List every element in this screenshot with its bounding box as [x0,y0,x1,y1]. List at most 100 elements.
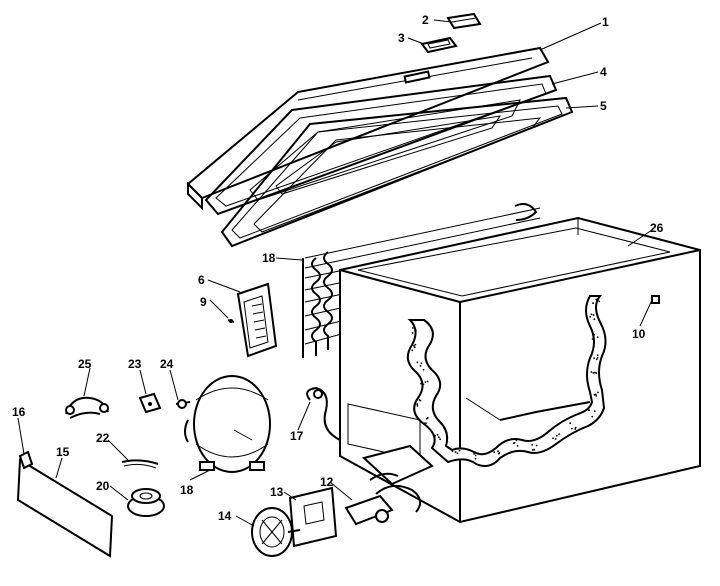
foam-speck [420,382,422,385]
callout-5: 5 [600,99,607,113]
foam-speck [493,451,496,453]
foam-speck [574,426,577,429]
foam-speck [456,452,459,455]
foam-speck [535,444,538,447]
fan-motor-bracket-part-13 [288,486,338,548]
thermostat-bracket-part-6 [236,282,278,358]
foam-speck [596,354,599,357]
foam-speck [473,453,475,455]
lid-frame [186,46,550,211]
foam-speck [591,415,594,418]
foam-speck [597,391,599,394]
callout-3: 3 [398,31,405,45]
callout-24: 24 [160,357,174,371]
foam-speck [416,403,419,406]
foam-speck [497,450,499,452]
callout-4: 4 [600,65,607,79]
foam-speck [592,314,595,316]
foam-speck [595,358,598,361]
foam-speck [558,433,561,435]
fan-blade-part-14 [251,507,301,557]
foam-speck [598,300,601,303]
hinge-part-3 [420,36,458,54]
callout-20: 20 [96,479,110,493]
foam-speck [595,395,598,397]
valve-assembly-part-12 [344,472,422,526]
foam-speck [596,299,599,301]
foam-speck [420,362,423,365]
callout-1: 1 [602,15,609,29]
relay-part-23 [138,392,162,414]
callout-9: 9 [200,295,207,309]
foam-speck [512,442,515,444]
callout-17: 17 [290,429,304,443]
foam-speck [589,315,592,318]
foam-speck [555,434,558,437]
foam-speck [424,381,427,384]
foam-speck [592,302,594,305]
foam-speck [458,449,461,452]
foam-speck [574,428,577,430]
clip-part-22 [121,459,159,469]
foam-speck [474,454,477,457]
callout-2: 2 [422,13,429,27]
foam-speck [425,422,427,424]
foam-speck [411,349,414,352]
hinge-cover-part-2 [446,12,482,30]
cabinet-cutaway [406,295,660,467]
callout-13: 13 [270,485,284,499]
foam-speck [419,399,422,402]
insulation-speckle [411,298,601,460]
foam-speck [531,449,534,451]
foam-speck [570,427,573,430]
foam-speck [411,332,414,334]
foam-speck [592,372,595,374]
callout-10: 10 [632,327,646,341]
foam-speck [422,383,425,386]
wire-harness-part-25 [65,396,109,419]
foam-speck [590,313,593,316]
foam-speck [474,457,477,460]
foam-speck [426,417,429,419]
foam-speck [419,365,422,367]
foam-speck [477,452,479,454]
callout-12: 12 [320,475,334,489]
foam-speck [531,444,533,446]
foam-speck [422,368,425,371]
foam-speck [569,422,572,425]
callout-18-coil: 18 [262,251,276,265]
callout-23: 23 [128,357,142,371]
foam-speck [414,343,417,346]
foam-speck [591,338,594,340]
foam-speck [414,329,417,331]
foam-speck [554,438,557,440]
leader-lines [17,19,653,527]
foam-speck [413,345,415,347]
foam-speck [439,438,441,441]
callout-15: 15 [56,445,70,459]
foam-speck [593,334,595,336]
foam-speck [591,331,594,334]
callout-26: 26 [650,221,664,235]
drain-tube-part-17 [306,386,341,441]
compressor [184,375,271,473]
compressor-compartment [347,403,434,486]
foam-speck [516,445,519,447]
base-panel-part-15 [16,450,114,558]
callout-14: 14 [218,509,232,523]
foam-speck [412,327,414,329]
overload-part-24 [175,399,191,409]
grommet-part-20 [127,488,165,517]
foam-speck [454,451,457,453]
foam-speck [436,433,439,436]
foam-speck [593,357,595,359]
callout-labels: 1 2 3 4 5 6 9 10 12 13 14 15 16 17 18 18… [12,13,664,523]
freezer-cabinet [339,216,701,524]
callout-18-compressor: 18 [180,483,194,497]
foam-speck [426,380,429,383]
foam-speck [498,452,501,454]
foam-speck [416,405,419,407]
foam-speck [596,336,599,338]
callout-25: 25 [78,357,92,371]
